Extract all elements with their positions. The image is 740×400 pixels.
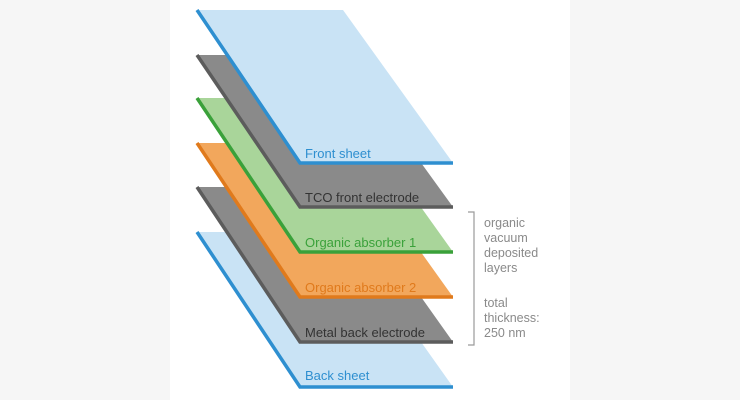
- metal-back-electrode-label: Metal back electrode: [305, 325, 425, 340]
- organic-layers-note: organic vacuum deposited layers: [484, 216, 538, 276]
- tco-front-electrode-layer-edge: [195, 54, 453, 209]
- back-sheet-layer-edge: [195, 231, 453, 389]
- note-line: vacuum: [484, 231, 528, 245]
- note-line: layers: [484, 261, 518, 275]
- organic-absorber-2-label: Organic absorber 2: [305, 280, 417, 295]
- note-line: organic: [484, 216, 525, 230]
- note-line: total: [484, 296, 508, 310]
- note-line: thickness:: [484, 311, 540, 325]
- organic-absorber-1-label: Organic absorber 1: [305, 235, 417, 250]
- front-sheet-layer: [197, 10, 453, 163]
- organic-layers-bracket: [468, 211, 475, 346]
- organic-absorber-1-layer-edge: [195, 97, 453, 254]
- tco-front-electrode-label: TCO front electrode: [305, 190, 420, 205]
- right-margin-band: [570, 0, 740, 400]
- left-margin-band: [0, 0, 170, 400]
- front-sheet-label: Front sheet: [305, 146, 371, 161]
- note-line: deposited: [484, 246, 539, 260]
- organic-absorber-2-layer-edge: [195, 142, 453, 299]
- metal-back-electrode-layer-edge: [195, 186, 453, 344]
- total-thickness-note: total thickness: 250 nm: [484, 296, 540, 341]
- back-sheet-label: Back sheet: [305, 368, 370, 383]
- note-line: 250 nm: [484, 326, 526, 340]
- front-sheet-layer-edge: [195, 9, 453, 165]
